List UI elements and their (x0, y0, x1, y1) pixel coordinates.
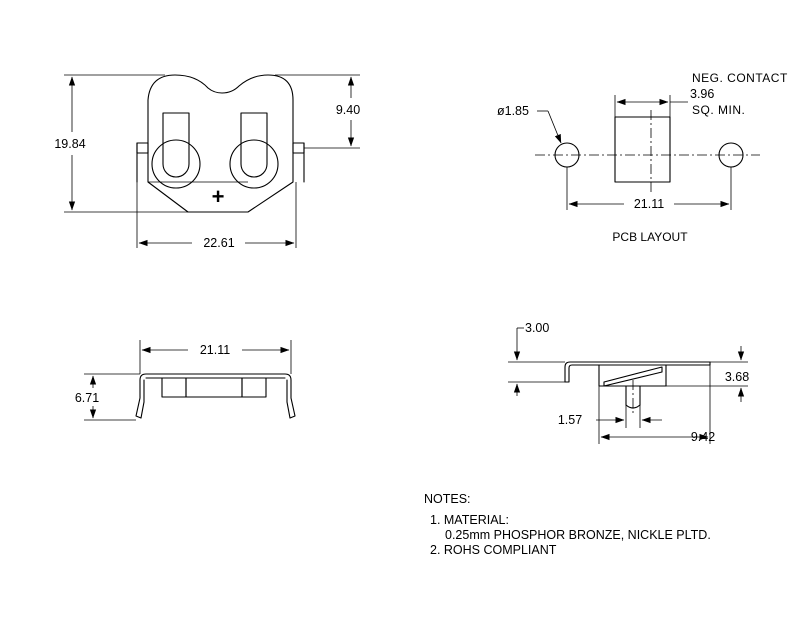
right-tab (292, 142, 305, 154)
polarity-mark: + (212, 184, 225, 209)
front-view: 21.11 6.71 (75, 340, 296, 421)
front-rib-center (185, 377, 243, 398)
side-spring (603, 366, 663, 387)
right-contact-ring (229, 139, 279, 189)
dim-side-top: 3.00 (525, 321, 549, 335)
front-left-leg (135, 379, 145, 419)
dim-pitch: 21.11 (634, 197, 664, 211)
front-rib-left (161, 377, 187, 398)
left-tab (136, 142, 149, 154)
dim-side-length: 9.42 (691, 430, 715, 444)
side-view: 3.00 3.68 1.57 9.42 (508, 321, 749, 444)
top-view: + 19.84 9.40 22.61 (54, 74, 360, 250)
dim-front-height: 6.71 (75, 391, 99, 405)
pcb-layout-title: PCB LAYOUT (612, 230, 688, 244)
right-contact-slot (240, 112, 268, 178)
neg-contact-sq-min: SQ. MIN. (692, 103, 745, 117)
note-1-detail: 0.25mm PHOSPHOR BRONZE, NICKLE PLTD. (445, 528, 711, 542)
dim-front-width: 21.11 (200, 343, 230, 357)
dim-pad-diameter: ø1.85 (497, 104, 529, 118)
front-right-leg (286, 379, 296, 419)
neg-contact-pad (614, 116, 671, 183)
left-contact-slot (162, 112, 190, 178)
note-2: 2. ROHS COMPLIANT (430, 543, 557, 557)
dim-offset: 9.40 (336, 103, 360, 117)
notes: NOTES: 1. MATERIAL: 0.25mm PHOSPHOR BRON… (424, 492, 711, 557)
pcb-layout: ø1.85 NEG. CONTACT 3.96 SQ. MIN. 21.11 P… (497, 71, 788, 244)
note-1: 1. MATERIAL: (430, 513, 509, 527)
front-rib-right (241, 377, 267, 398)
leader-line (547, 110, 562, 144)
neg-contact-label: NEG. CONTACT (692, 71, 788, 85)
dim-width: 22.61 (203, 236, 234, 250)
dim-tab-width: 1.57 (558, 413, 582, 427)
side-body-block (598, 364, 667, 387)
notes-title: NOTES: (424, 492, 471, 506)
dim-neg-contact: 3.96 (690, 87, 714, 101)
left-contact-ring (151, 139, 201, 189)
front-body-top (139, 373, 292, 381)
dim-side-height: 3.68 (725, 370, 749, 384)
holder-outline (147, 74, 294, 213)
dim-height: 19.84 (54, 137, 85, 151)
